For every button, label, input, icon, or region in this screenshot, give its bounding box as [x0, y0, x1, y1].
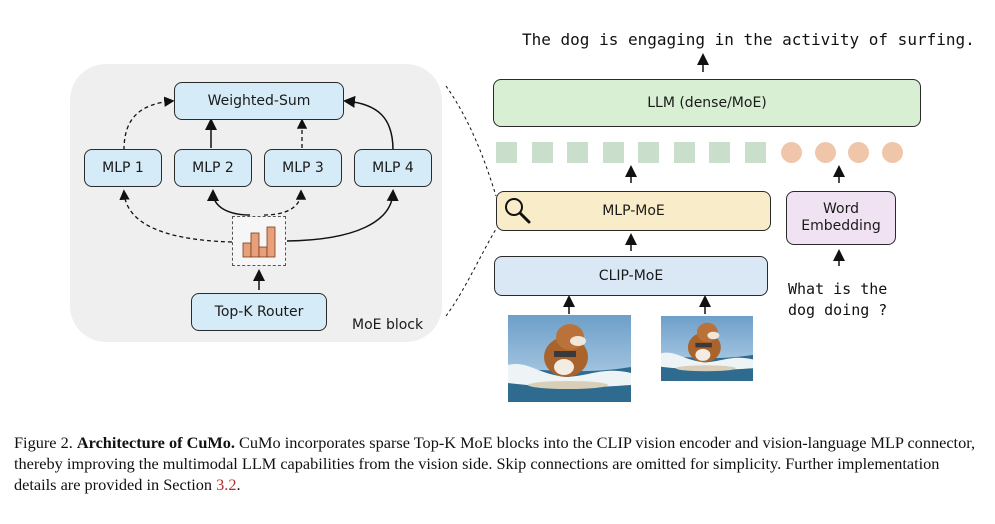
text-token: [781, 142, 802, 163]
surfing-dog-illustration: [508, 315, 631, 402]
text-token: [848, 142, 869, 163]
surfing-dog-illustration: [661, 316, 753, 381]
visual-token: [602, 142, 624, 163]
visual-token: [673, 142, 695, 163]
expert-label: MLP 3: [282, 159, 324, 176]
visual-token: [567, 142, 588, 163]
visual-token: [638, 142, 659, 163]
arrow-router-to-mlp3: [263, 189, 307, 216]
arrow-router-to-mlp1: [119, 189, 233, 243]
visual-token: [709, 142, 730, 163]
text-token: [814, 142, 836, 163]
bar-chart-icon: [242, 226, 276, 258]
question-text: What is the dog doing ?: [788, 279, 887, 321]
clip-moe-box: CLIP-MoE: [494, 256, 768, 296]
visual-token: [531, 142, 553, 163]
caption-body: CuMo incorporates sparse Top-K MoE block…: [14, 433, 976, 494]
section-reference-link[interactable]: 3.2: [216, 475, 237, 494]
word-embedding-box: Word Embedding: [786, 191, 896, 245]
figure-label: Figure 2.: [14, 433, 73, 452]
weighted-sum-label: Weighted-Sum: [207, 92, 311, 109]
mlp-moe-label: MLP-MoE: [602, 202, 665, 219]
clip-moe-label: CLIP-MoE: [598, 267, 664, 284]
expert-box-mlp2: MLP 2: [174, 149, 252, 187]
arrow-mlp1-to-sum: [123, 96, 175, 151]
router-label: Top-K Router: [214, 303, 304, 320]
expert-box-mlp4: MLP 4: [354, 149, 432, 187]
zoom-line-top: [445, 85, 497, 197]
visual-token: [496, 142, 517, 163]
llm-box: LLM (dense/MoE): [493, 79, 921, 127]
expert-box-mlp3: MLP 3: [264, 149, 342, 187]
surfing-dog-image-small: [661, 316, 753, 381]
caption-end: .: [236, 475, 241, 494]
expert-label: MLP 4: [372, 159, 414, 176]
question-line1: What is the: [788, 280, 888, 298]
llm-label: LLM (dense/MoE): [647, 94, 767, 111]
figure-caption: Figure 2. Architecture of CuMo. CuMo inc…: [14, 432, 984, 495]
expert-label: MLP 1: [102, 159, 144, 176]
zoom-line-bottom: [445, 228, 497, 317]
gate-chart-frame: [232, 216, 286, 266]
weighted-sum-box: Weighted-Sum: [174, 82, 344, 120]
mlp-moe-box: MLP-MoE: [496, 191, 771, 231]
text-token: [881, 142, 903, 163]
word-embedding-label-line1: Word: [823, 201, 859, 217]
word-embedding-label-line2: Embedding: [801, 218, 881, 234]
arrow-router-to-mlp2: [207, 189, 251, 216]
surfing-dog-image-large: [508, 315, 631, 402]
top-k-router-box: Top-K Router: [191, 293, 327, 331]
arrow-mlp4-to-sum: [343, 95, 394, 151]
figure-title: Architecture of CuMo.: [76, 433, 235, 452]
arrow-router-to-mlp4: [286, 189, 399, 242]
visual-token: [744, 142, 766, 163]
output-text: The dog is engaging in the activity of s…: [522, 30, 975, 49]
magnifier-icon: [505, 198, 531, 224]
moe-block-label: MoE block: [352, 317, 424, 333]
expert-label: MLP 2: [192, 159, 234, 176]
question-line2: dog doing ?: [788, 301, 888, 319]
expert-box-mlp1: MLP 1: [84, 149, 162, 187]
